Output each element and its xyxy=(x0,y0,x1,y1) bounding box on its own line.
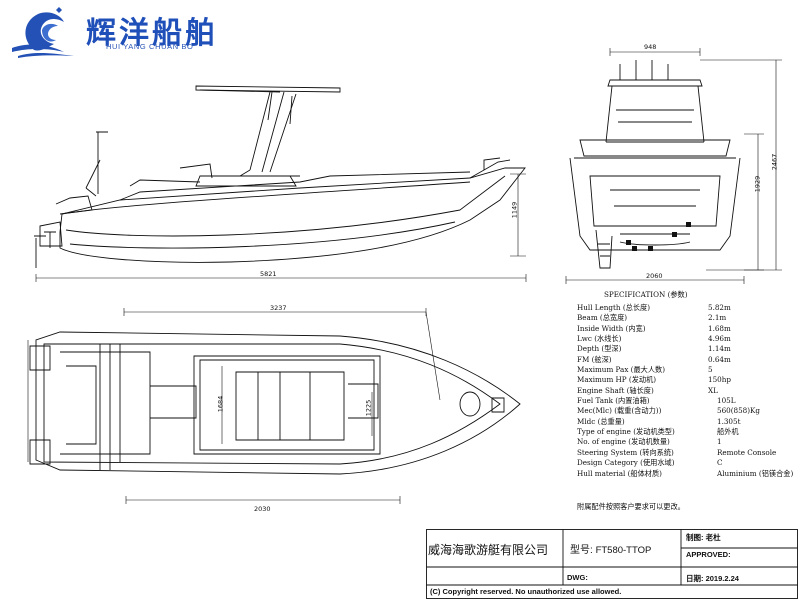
spec-value: 5.82m xyxy=(708,303,731,312)
dwg-label: DWG: xyxy=(567,573,588,582)
spec-key: Steering System (转向系统) xyxy=(577,447,674,457)
spec-value: 1 xyxy=(717,437,722,447)
spec-row: Depth (型深) 1.14m xyxy=(577,344,797,354)
spec-key: Hull Length (总长度) xyxy=(577,303,651,312)
brand-name: 辉洋船舶 xyxy=(86,16,218,51)
title-block-grid xyxy=(426,529,798,599)
spec-row: Inside Width (内宽) 1.68m xyxy=(577,324,797,334)
spec-key: Design Category (使用水域) xyxy=(577,458,675,468)
drawn-field: 制图: 老杜 xyxy=(686,532,721,543)
spec-value: Remote Console xyxy=(717,447,777,457)
spec-value: 1.14m xyxy=(708,344,731,354)
spec-key: Inside Width (内宽) xyxy=(577,323,646,333)
spec-key: Hull material (船体材质) xyxy=(577,468,662,478)
dim-overall-length: 5821 xyxy=(260,270,277,278)
spec-value: 2.1m xyxy=(708,313,727,323)
dim-box-width: 1225 xyxy=(364,399,373,417)
spec-value: 105L xyxy=(717,396,736,406)
spec-row: Steering System (转向系统) Remote Console xyxy=(577,448,797,458)
spec-value: 150hp xyxy=(708,375,731,385)
spec-value: C xyxy=(717,458,723,468)
company-name: 威海海歌游艇有限公司 xyxy=(428,543,549,557)
spec-row: Type of engine (发动机类型) 船外机 xyxy=(577,427,797,437)
dim-deck-length: 3237 xyxy=(270,304,287,312)
spec-value: Aluminium (铝镁合金) xyxy=(717,468,794,478)
spec-value: XL xyxy=(708,385,718,395)
dim-beam: 2060 xyxy=(646,272,663,280)
specification-table: SPECIFICATION (参数) Hull Length (总长度) 5.82… xyxy=(568,290,800,520)
model-label: 型号: xyxy=(570,545,593,556)
spec-value: 船外机 xyxy=(717,427,739,437)
spec-row: Fuel Tank (内置油箱) 105L xyxy=(577,396,797,406)
dim-cockpit-length: 2030 xyxy=(254,505,271,513)
spec-title: SPECIFICATION (参数) xyxy=(604,290,688,299)
spec-key: Mldc (总重量) xyxy=(577,416,625,426)
spec-row: Engine Shaft (轴长度) XL xyxy=(577,386,797,396)
spec-note: 附属配件按照客户要求可以更改。 xyxy=(577,502,685,511)
spec-value: 4.96m xyxy=(708,334,731,344)
spec-row: Mec(Mlc) (载重(含动力)) 560(858)Kg xyxy=(577,406,797,416)
spec-row: Lwc (水线长) 4.96m xyxy=(577,334,797,344)
spec-key: Engine Shaft (轴长度) xyxy=(577,385,654,395)
spec-row: FM (舷深) 0.64m xyxy=(577,355,797,365)
drawn-label: 制图: xyxy=(686,533,704,542)
spec-row: Mldc (总重量) 1.305t xyxy=(577,417,797,427)
spec-key: Type of engine (发动机类型) xyxy=(577,427,675,437)
date-label: 日期: xyxy=(686,574,704,583)
spec-row: Maximum Pax (最大人数) 5 xyxy=(577,365,797,375)
spec-key: FM (舷深) xyxy=(577,354,612,364)
approved-label: APPROVED: xyxy=(686,550,731,559)
spec-key: No. of engine (发动机数量) xyxy=(577,437,670,447)
spec-key: Maximum HP (发动机) xyxy=(577,375,657,385)
copyright-notice: (C) Copyright reserved. No unauthorized … xyxy=(430,587,622,596)
date-field: 日期: 2019.2.24 xyxy=(686,573,739,584)
spec-value: 560(858)Kg xyxy=(717,406,761,416)
title-block: 威海海歌游艇有限公司 型号: FT580-TTOP 制图: 老杜 APPROVE… xyxy=(426,529,798,599)
spec-value: 1.68m xyxy=(708,323,731,333)
spec-row: Hull material (船体材质) Aluminium (铝镁合金) xyxy=(577,469,797,479)
spec-value: 5 xyxy=(708,365,713,375)
brand-name-en: HUI YANG CHUAN BO xyxy=(106,42,194,51)
spec-value: 0.64m xyxy=(708,354,731,364)
spec-key: Beam (总宽度) xyxy=(577,313,628,323)
spec-row: No. of engine (发动机数量) 1 xyxy=(577,437,797,447)
spec-row: Maximum HP (发动机) 150hp xyxy=(577,375,797,385)
spec-row: Beam (总宽度) 2.1m xyxy=(577,313,797,323)
spec-value: 1.305t xyxy=(717,416,741,426)
model-value: FT580-TTOP xyxy=(595,545,652,556)
date-value: 2019.2.24 xyxy=(705,574,739,583)
drawn-value: 老杜 xyxy=(705,533,721,542)
spec-key: Mec(Mlc) (载重(含动力)) xyxy=(577,406,662,416)
spec-key: Lwc (水线长) xyxy=(577,334,622,344)
wave-logo-icon xyxy=(12,7,74,58)
spec-row: Design Category (使用水域) C xyxy=(577,458,797,468)
dim-tower-width: 948 xyxy=(644,43,657,51)
spec-key: Fuel Tank (内置油箱) xyxy=(577,396,650,406)
spec-row: Hull Length (总长度) 5.82m xyxy=(577,303,797,313)
dim-console-width: 1684 xyxy=(216,395,225,413)
spec-key: Maximum Pax (最大人数) xyxy=(577,365,666,375)
spec-key: Depth (型深) xyxy=(577,344,622,354)
model-field: 型号: FT580-TTOP xyxy=(570,541,651,556)
